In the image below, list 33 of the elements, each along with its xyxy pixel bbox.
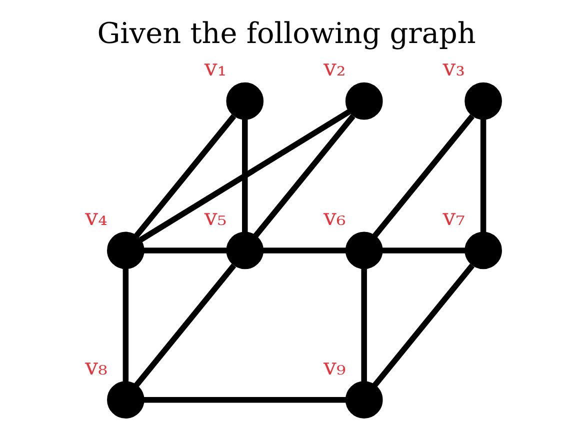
node-circle: [107, 232, 144, 270]
connector: [372, 264, 475, 388]
connector: [253, 114, 356, 238]
node-label: v₇: [442, 205, 465, 232]
connector: [122, 268, 129, 382]
diagram-title: Given the following graph: [97, 16, 476, 50]
node-circle: [345, 82, 383, 120]
connector: [144, 248, 227, 254]
node-label: v₁: [204, 56, 227, 82]
node-circle: [464, 82, 502, 120]
node-label: v₆: [324, 205, 346, 232]
connector: [144, 396, 346, 403]
node-circle: [464, 232, 502, 270]
connector: [361, 268, 367, 382]
node-label: v₃: [442, 56, 465, 82]
node-label: v₉: [324, 354, 346, 380]
node-label: v₂: [324, 56, 346, 82]
connector: [372, 114, 475, 238]
node-circle: [107, 381, 144, 418]
node-label: v₈: [85, 354, 108, 380]
node-circle: [226, 82, 264, 120]
connector: [242, 119, 248, 232]
node-circle: [345, 232, 383, 270]
connector: [382, 248, 466, 254]
connector: [134, 114, 236, 238]
connector: [134, 264, 236, 388]
node-label: v₄: [85, 205, 108, 232]
connector: [480, 119, 486, 232]
node-circle: [345, 381, 383, 418]
node-label: v₅: [204, 205, 227, 232]
connector: [263, 248, 346, 254]
connector: [139, 109, 351, 242]
node-circle: [226, 232, 264, 270]
